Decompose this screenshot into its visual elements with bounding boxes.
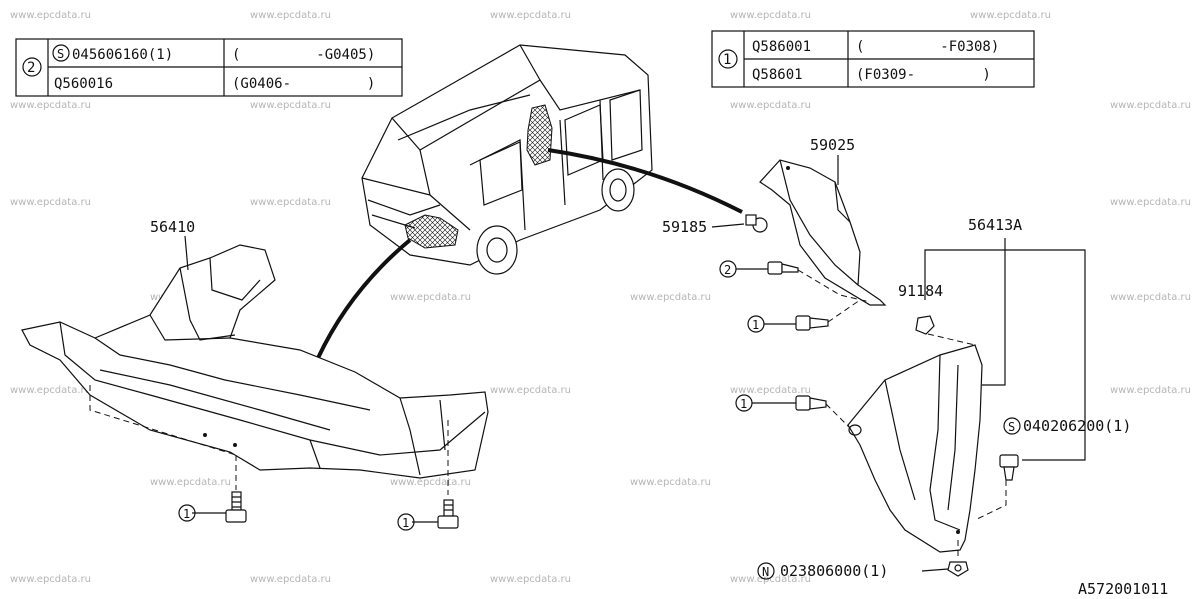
watermark-text: www.epcdata.ru: [730, 10, 811, 21]
mudguard-56413A: [847, 344, 983, 553]
watermark-text: www.epcdata.ru: [250, 197, 331, 208]
table-right: 1 Q586001 ( -F0308) Q58601 (F0309- ): [711, 30, 1035, 88]
leader-thick-right: [547, 148, 743, 214]
table-left-row2-part: Q560016: [54, 76, 113, 92]
watermark-text: www.epcdata.ru: [250, 100, 331, 111]
label-59185: 59185: [662, 218, 707, 236]
watermark-text: www.epcdata.ru: [630, 477, 711, 488]
callout-circle: [747, 315, 765, 333]
watermark-text: www.epcdata.ru: [1110, 292, 1191, 303]
label-56413A: 56413A: [968, 216, 1022, 234]
s-marker-circle: [1003, 417, 1021, 435]
watermark-text: www.epcdata.ru: [10, 385, 91, 396]
watermark-text: www.epcdata.ru: [10, 10, 91, 21]
s-marker-circle: [52, 44, 70, 62]
label-023806000-prefix: N: [762, 565, 769, 579]
table-right-row2-part: Q58601: [752, 67, 803, 83]
watermark-text: www.epcdata.ru: [1110, 100, 1191, 111]
callout-1-bolt-left-2: 1: [402, 516, 409, 530]
nut-023806000: [947, 561, 969, 577]
callout-circle: [718, 49, 738, 69]
watermark-text: www.epcdata.ru: [490, 574, 571, 585]
leader-thick-left: [316, 238, 412, 359]
table-right-marker: 1: [723, 52, 731, 68]
watermark-text: www.epcdata.ru: [10, 197, 91, 208]
table-left-row1-prefix: S: [57, 47, 64, 61]
label-040206200-prefix: S: [1008, 420, 1015, 434]
label-023806000: 023806000(1): [780, 562, 888, 580]
table-left-marker: 2: [27, 60, 35, 76]
watermark-text: www.epcdata.ru: [970, 10, 1051, 21]
watermark-text: www.epcdata.ru: [10, 574, 91, 585]
van-illustration: [361, 44, 653, 275]
watermark-text: www.epcdata.ru: [1110, 385, 1191, 396]
callout-2-bolt: 2: [724, 263, 731, 277]
figure-code: A572001011: [1078, 580, 1168, 598]
table-left: 2 S 045606160(1) ( -G0405) Q560016 (G040…: [15, 38, 403, 97]
clip-91184: [915, 315, 935, 335]
table-left-row1-range: ( -G0405): [232, 47, 375, 63]
callout-1-bolt-upper: 1: [752, 318, 759, 332]
n-marker-circle: [757, 562, 775, 580]
watermark-text: www.epcdata.ru: [730, 385, 811, 396]
watermark-text: www.epcdata.ru: [490, 10, 571, 21]
bolt-callout-1-upper: [795, 315, 829, 331]
watermark-text: www.epcdata.ru: [10, 100, 91, 111]
watermark-text: www.epcdata.ru: [1110, 197, 1191, 208]
watermark-text: www.epcdata.ru: [630, 292, 711, 303]
label-59025: 59025: [810, 136, 855, 154]
callout-circle: [719, 260, 737, 278]
table-right-row1-range: ( -F0308): [856, 39, 999, 55]
callout-circle: [397, 513, 415, 531]
watermark-text: www.epcdata.ru: [250, 10, 331, 21]
table-left-row1-part: 045606160(1): [72, 47, 173, 63]
callout-circle: [735, 394, 753, 412]
bolt-left-1: [225, 491, 247, 523]
bolt-left-2: [437, 499, 459, 529]
under-cover-56410: [21, 244, 489, 479]
table-right-row2-range: (F0309- ): [856, 67, 991, 83]
bracket-59025: [759, 159, 887, 306]
watermark-text: www.epcdata.ru: [730, 574, 811, 585]
hatched-area-front: [404, 214, 459, 249]
label-56410: 56410: [150, 218, 195, 236]
watermark-text: www.epcdata.ru: [390, 477, 471, 488]
callout-circle: [178, 504, 196, 522]
bolt-callout-2: [767, 261, 799, 275]
watermark-text: www.epcdata.ru: [250, 574, 331, 585]
table-right-row1-part: Q586001: [752, 39, 811, 55]
callout-1-bolt-left-1: 1: [183, 507, 190, 521]
watermark-text: www.epcdata.ru: [730, 100, 811, 111]
label-040206200: 040206200(1): [1023, 417, 1131, 435]
screw-040206200: [999, 454, 1019, 481]
callout-1-bolt-lower: 1: [740, 397, 747, 411]
label-91184: 91184: [898, 282, 943, 300]
watermark-text: www.epcdata.ru: [150, 477, 231, 488]
watermark-text: www.epcdata.ru: [490, 385, 571, 396]
bolt-callout-1-lower: [795, 395, 827, 411]
watermark-text: www.epcdata.ru: [390, 292, 471, 303]
hatched-area-side: [526, 104, 553, 166]
clip-59185: [745, 214, 768, 233]
callout-circle: [22, 57, 42, 77]
table-left-row2-range: (G0406- ): [232, 76, 375, 92]
